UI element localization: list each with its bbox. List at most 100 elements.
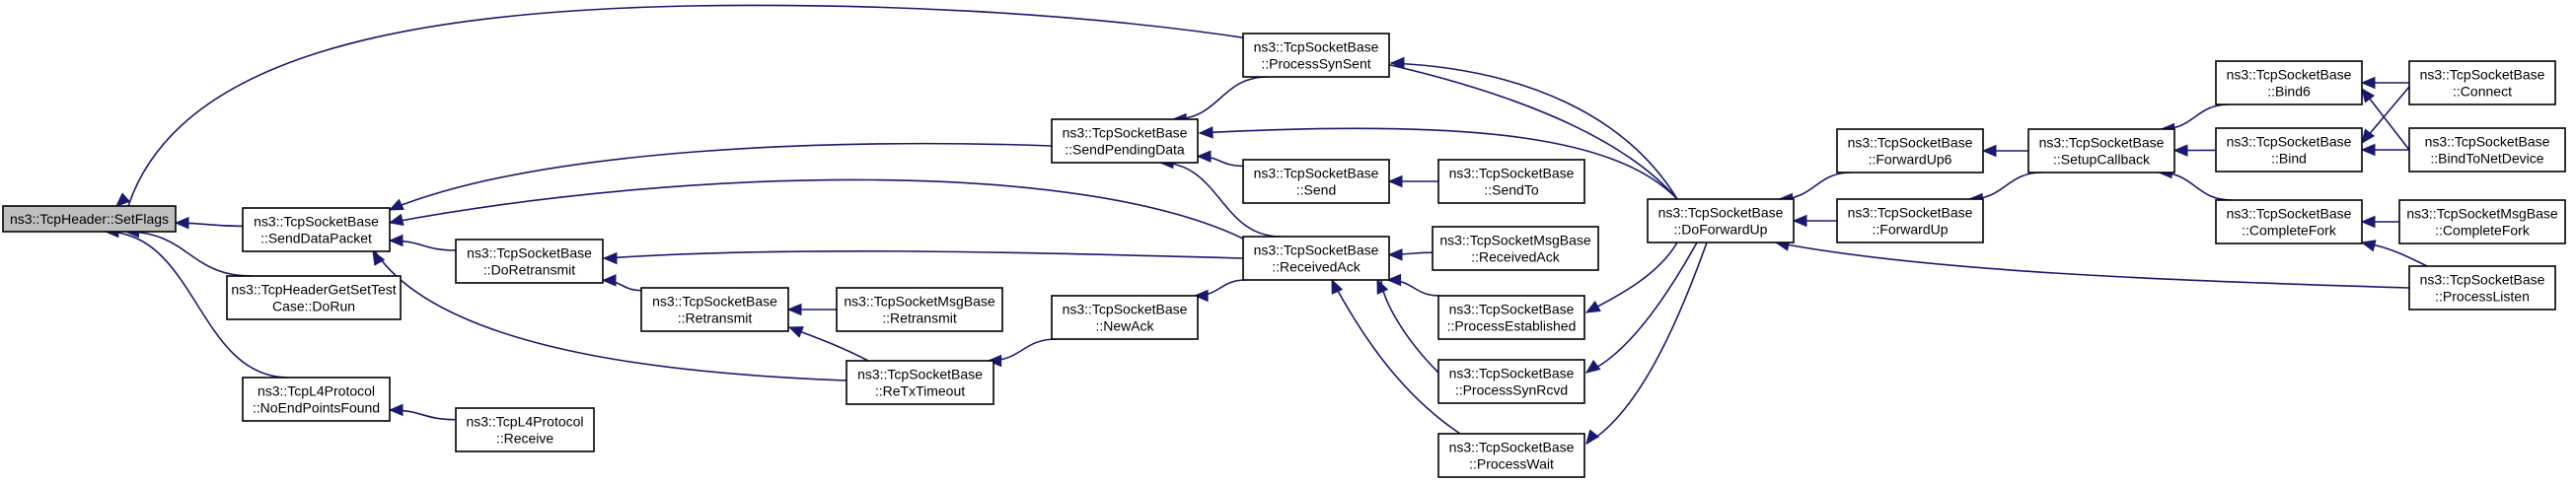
node-label: ::ProcessWait	[1469, 456, 1554, 472]
node-setflags[interactable]: ns3::TcpHeader::SetFlags	[2, 205, 177, 233]
node-box	[2408, 265, 2556, 311]
edge-connect-to-bind6	[2360, 76, 2409, 90]
node-box	[2215, 127, 2363, 173]
node-box	[455, 239, 604, 284]
edge-send-to-sendpending	[1196, 150, 1244, 168]
node-label: ::ProcessEstablished	[1447, 318, 1577, 334]
node-doforwardup[interactable]: ns3::TcpSocketBase::DoForwardUp	[1647, 198, 1795, 243]
node-label: ns3::TcpHeaderGetSetTest	[231, 282, 396, 298]
node-label: ns3::TcpSocketBase	[2227, 134, 2352, 150]
node-label: ns3::TcpSocketBase	[652, 294, 777, 310]
arrowhead-icon	[372, 249, 386, 266]
node-label: ::Retransmit	[678, 311, 753, 326]
edge-line	[1775, 242, 2410, 289]
edge-line	[127, 4, 1678, 207]
node-label: ns3::TcpSocketBase	[2039, 135, 2165, 151]
node-label: ns3::TcpSocketBase	[1254, 242, 1379, 258]
arrowhead-icon	[602, 251, 618, 265]
node-bindtonetdevice[interactable]: ns3::TcpSocketBase::BindToNetDevice	[2408, 127, 2566, 173]
arrowhead-icon	[174, 216, 189, 230]
node-label: ns3::TcpSocketMsgBase	[2406, 206, 2558, 222]
node-label: ::DoRetransmit	[483, 262, 575, 278]
arrowhead-icon	[1585, 429, 1600, 446]
node-label: ::Bind	[2271, 151, 2307, 167]
node-label: ns3::TcpSocketBase	[2420, 272, 2545, 288]
node-send[interactable]: ns3::TcpSocketBase::Send	[1242, 159, 1390, 204]
node-bind[interactable]: ns3::TcpSocketBase::Bind	[2215, 127, 2363, 173]
node-processlisten[interactable]: ns3::TcpSocketBase::ProcessListen	[2408, 265, 2556, 311]
node-label: ::CompleteFork	[2435, 223, 2531, 239]
node-msgcompletefork[interactable]: ns3::TcpSocketMsgBase::CompleteFork	[2398, 199, 2566, 244]
node-label: ::DoForwardUp	[1674, 222, 1768, 238]
node-retransmit[interactable]: ns3::TcpSocketBase::Retransmit	[640, 287, 789, 332]
edge-line	[1585, 242, 1708, 445]
edge-line	[105, 231, 289, 379]
node-l4receive[interactable]: ns3::TcpL4Protocol::Receive	[455, 407, 595, 452]
arrowhead-icon	[1193, 289, 1209, 303]
node-box	[2027, 128, 2175, 173]
node-box	[2215, 60, 2363, 105]
edge-receivedack-to-senddatapacket	[388, 178, 1250, 242]
node-forwardup[interactable]: ns3::TcpSocketBase::ForwardUp	[1836, 198, 1984, 243]
node-box	[1051, 118, 1199, 164]
edge-doforwardup-to-synrcvd	[1584, 242, 1698, 374]
node-box	[455, 407, 595, 452]
edge-line	[374, 250, 847, 381]
edge-synrcvd-to-receivedack	[1376, 278, 1439, 374]
node-newack[interactable]: ns3::TcpSocketBase::NewAck	[1051, 295, 1199, 340]
node-box	[2, 205, 177, 233]
node-label: ::Send	[1296, 182, 1336, 198]
edge-line	[391, 142, 1053, 210]
node-completefork[interactable]: ns3::TcpSocketBase::CompleteFork	[2215, 199, 2363, 244]
arrowhead-icon	[987, 354, 1002, 368]
node-sendto[interactable]: ns3::TcpSocketBase::SendTo	[1437, 159, 1585, 204]
node-msgretransmit[interactable]: ns3::TcpSocketMsgBase::Retransmit	[836, 287, 1003, 332]
node-label: ::Connect	[2453, 84, 2512, 100]
edge-msgreceivedack-to-receivedack	[1387, 248, 1434, 261]
edge-line	[1199, 127, 1678, 200]
node-connect[interactable]: ns3::TcpSocketBase::Connect	[2408, 60, 2556, 105]
node-box	[1242, 236, 1390, 281]
arrowhead-icon	[2360, 76, 2376, 90]
node-synrcvd[interactable]: ns3::TcpSocketBase::ProcessSynRcvd	[1437, 359, 1585, 404]
node-receivedack[interactable]: ns3::TcpSocketBase::ReceivedAck	[1242, 236, 1390, 281]
node-label: ns3::TcpSocketBase	[1449, 302, 1575, 317]
edge-receivedack-to-doretransmit	[602, 249, 1244, 265]
node-label: Case::DoRun	[272, 299, 355, 314]
edge-doforwardup-to-processsynsent	[1389, 56, 1678, 200]
node-setupcallback[interactable]: ns3::TcpSocketBase::SetupCallback	[2027, 128, 2175, 173]
node-processsynsent[interactable]: ns3::TcpSocketBase::ProcessSynSent	[1242, 33, 1390, 78]
node-label: ns3::TcpSocketBase	[1848, 135, 1973, 151]
edge-retxtimeout-to-retransmit	[787, 326, 869, 362]
node-sendpending[interactable]: ns3::TcpSocketBase::SendPendingData	[1051, 118, 1199, 164]
node-processwait[interactable]: ns3::TcpSocketBase::ProcessWait	[1437, 433, 1585, 478]
node-doretransmit[interactable]: ns3::TcpSocketBase::DoRetransmit	[455, 239, 604, 284]
node-established[interactable]: ns3::TcpSocketBase::ProcessEstablished	[1437, 295, 1585, 340]
node-label: ::Receive	[496, 431, 554, 447]
arrowhead-icon	[2360, 240, 2377, 252]
node-retxtimeout[interactable]: ns3::TcpSocketBase::ReTxTimeout	[846, 360, 994, 405]
edge-forwardup-to-doforwardup	[1792, 214, 1837, 228]
arrowhead-icon	[786, 303, 802, 316]
node-noendpoints[interactable]: ns3::TcpL4Protocol::NoEndPointsFound	[242, 377, 391, 422]
arrowhead-icon	[2172, 144, 2188, 157]
edge-line	[125, 231, 253, 277]
edge-doforwardup-to-processwait	[1585, 242, 1708, 446]
node-label: ns3::TcpL4Protocol	[466, 414, 583, 430]
node-senddatapacket[interactable]: ns3::TcpSocketBase::SendDataPacket	[242, 207, 391, 252]
node-label: ::NewAck	[1095, 318, 1154, 334]
node-forwardup6[interactable]: ns3::TcpSocketBase::ForwardUp6	[1836, 128, 1984, 173]
node-label: ns3::TcpSocketBase	[1658, 205, 1784, 221]
edge-senddatapacket-to-setflags	[174, 216, 244, 230]
node-bind6[interactable]: ns3::TcpSocketBase::Bind6	[2215, 60, 2363, 105]
arrowhead-icon	[1387, 248, 1403, 261]
node-box	[2408, 127, 2566, 173]
arrowhead-icon	[388, 213, 405, 226]
node-label: ns3::TcpSocketBase	[1449, 366, 1575, 381]
node-label: ns3::TcpSocketBase	[1848, 205, 1973, 221]
node-label: ns3::TcpSocketMsgBase	[1439, 233, 1591, 248]
node-box	[1836, 198, 1984, 243]
node-msgreceivedack[interactable]: ns3::TcpSocketMsgBase::ReceivedAck	[1432, 226, 1599, 271]
